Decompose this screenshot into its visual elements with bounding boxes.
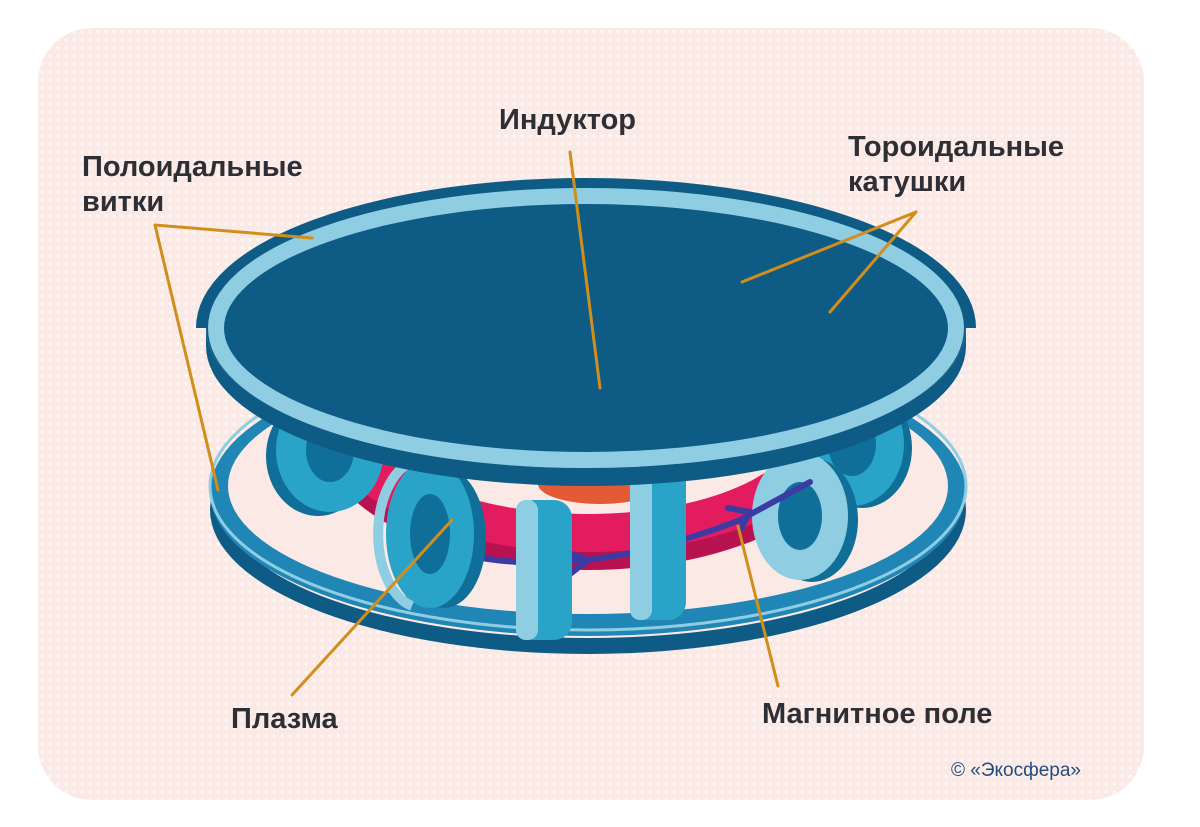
callout-toroidal-1 bbox=[740, 210, 918, 284]
callout-poloidal-top bbox=[153, 223, 314, 240]
credit-text: © «Экосфера» bbox=[951, 760, 1081, 781]
label-toroidal-line1: Тороидальные bbox=[848, 131, 1065, 163]
label-poloidal-line1: Полоидальные bbox=[82, 151, 303, 183]
callout-toroidal-2 bbox=[828, 210, 918, 314]
label-poloidal-line2: витки bbox=[82, 186, 165, 218]
callout-plasma bbox=[290, 518, 454, 697]
callout-magnetic-field bbox=[736, 524, 780, 688]
callout-inductor bbox=[568, 150, 602, 390]
coil-front-2 bbox=[516, 500, 572, 640]
coil-front-1 bbox=[373, 457, 486, 611]
coil-right-3 bbox=[752, 452, 858, 582]
poloidal-ring-top bbox=[196, 178, 976, 486]
callout-lines bbox=[153, 150, 918, 697]
toroidal-coils-front bbox=[373, 457, 686, 640]
label-toroidal-line2: катушки bbox=[848, 166, 967, 198]
coil-front-3 bbox=[630, 462, 686, 620]
label-plasma: Плазма bbox=[231, 703, 338, 735]
callout-poloidal-bottom bbox=[153, 223, 220, 492]
label-magnetic-field: Магнитное поле bbox=[762, 698, 993, 730]
label-inductor: Индуктор bbox=[499, 104, 637, 136]
